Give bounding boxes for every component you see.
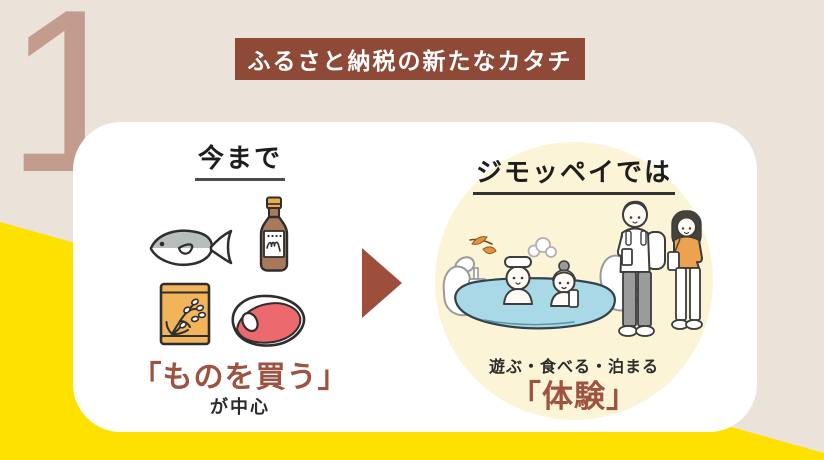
onsen-travelers-illustration	[442, 200, 703, 337]
comparison-card: 今まで	[73, 122, 757, 432]
after-activities-text: 遊ぶ・食べる・泊まる	[488, 359, 659, 376]
title-banner-label: ふるさと納税の新たなカタチ	[247, 48, 573, 74]
after-circle: ジモッペイでは	[435, 142, 713, 420]
before-emphasis-text: 「ものを買う」	[131, 361, 349, 394]
title-banner: ふるさと納税の新たなカタチ	[235, 38, 585, 80]
transition-arrow-icon	[362, 248, 402, 318]
sake-bottle-icon	[259, 196, 289, 272]
before-note-text: が中心	[210, 397, 270, 417]
before-heading: 今まで	[73, 138, 407, 181]
meat-icon	[231, 294, 306, 347]
fish-icon	[149, 229, 233, 266]
after-heading: ジモッペイでは	[435, 152, 713, 195]
after-emphasis-text: 「体験」	[510, 379, 638, 414]
rice-bag-icon	[159, 282, 211, 346]
